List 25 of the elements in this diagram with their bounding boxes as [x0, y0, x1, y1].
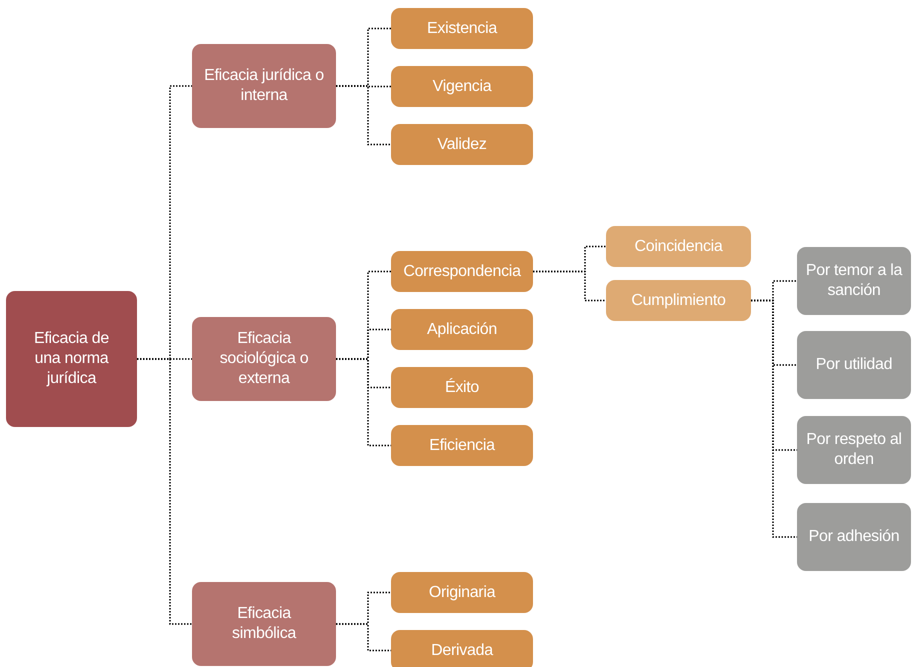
category-box: Eficacia simbólica: [192, 582, 336, 666]
subitem-box: Coincidencia: [606, 226, 751, 267]
category-box: Eficacia sociológica o externa: [192, 317, 336, 401]
connector-line: [751, 300, 797, 538]
item-box: Eficiencia: [391, 425, 533, 466]
reason-box: Por temor a la sanción: [797, 247, 911, 315]
item-box: Originaria: [391, 572, 533, 613]
reason-box: Por adhesión: [797, 503, 911, 571]
item-box: Derivada: [391, 630, 533, 667]
item-box: Vigencia: [391, 66, 533, 107]
reason-box: Por utilidad: [797, 331, 911, 399]
item-box: Correspondencia: [391, 251, 533, 292]
connector-line: [533, 270, 606, 302]
connector-line: [137, 358, 192, 625]
subitem-box: Cumplimiento: [606, 280, 751, 321]
connector-line: [336, 85, 391, 146]
item-box: Existencia: [391, 8, 533, 49]
item-box: Éxito: [391, 367, 533, 408]
reason-box: Por respeto al orden: [797, 416, 911, 484]
category-box: Eficacia jurídica o interna: [192, 44, 336, 128]
root-box: Eficacia de una norma jurídica: [6, 291, 137, 427]
connector-line: [336, 623, 391, 652]
connector-line: [336, 358, 391, 446]
item-box: Validez: [391, 124, 533, 165]
item-box: Aplicación: [391, 309, 533, 350]
